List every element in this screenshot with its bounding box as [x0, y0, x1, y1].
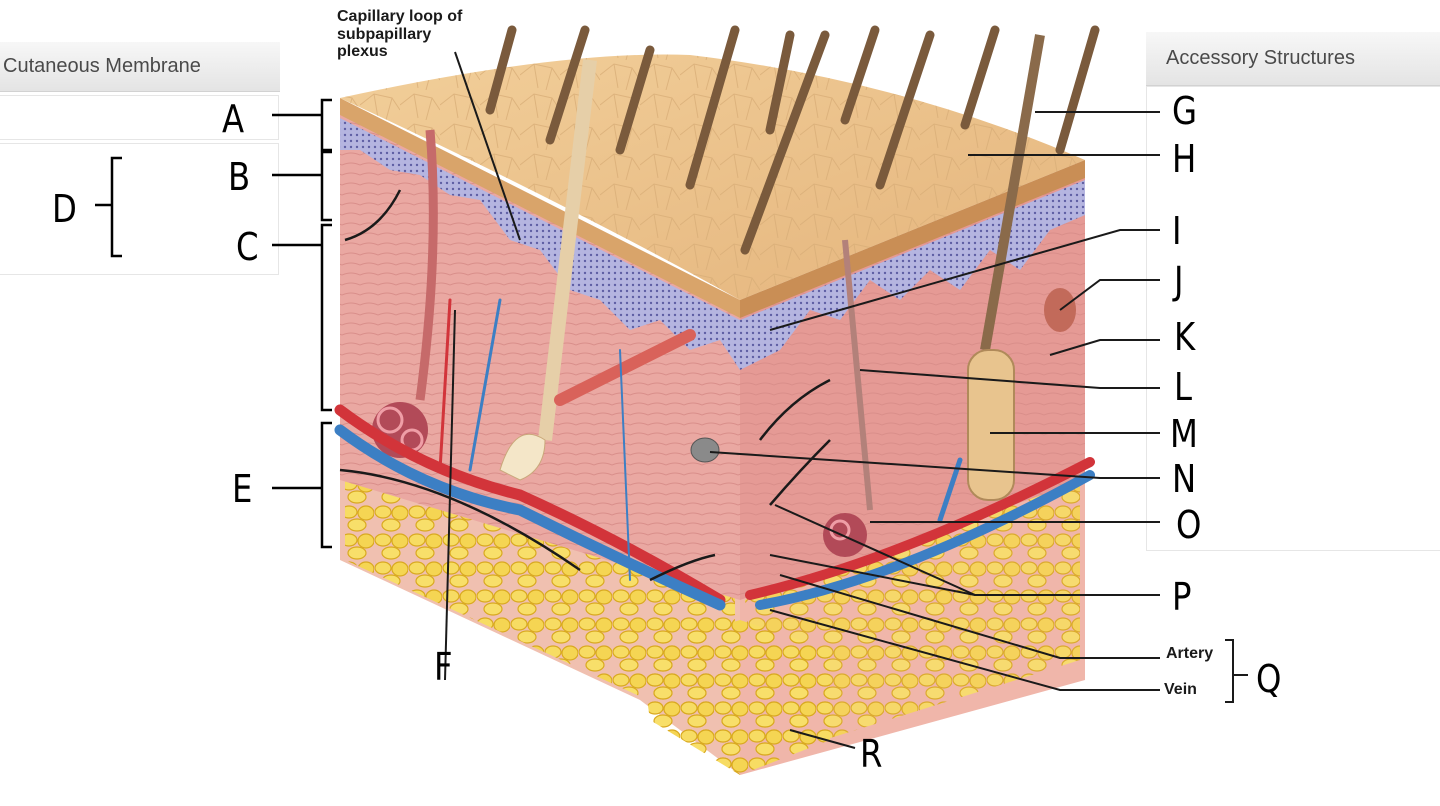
answer-box-accessory[interactable] [1146, 86, 1440, 551]
label-a: A [222, 97, 245, 141]
surface-hairs [485, 25, 1100, 255]
label-k: K [1174, 315, 1196, 359]
nerves [339, 189, 831, 582]
leader-lines [444, 51, 1248, 749]
epidermis-basal-layer [340, 118, 1085, 370]
label-f: F [434, 645, 453, 689]
cutaneous-membrane-header: Cutaneous Membrane [0, 42, 280, 92]
label-b: B [228, 155, 251, 199]
label-i: I [1172, 209, 1182, 253]
hair-follicles [499, 34, 1045, 511]
label-m: M [1170, 412, 1198, 456]
label-n: N [1172, 457, 1197, 501]
answer-box-a[interactable] [0, 95, 279, 140]
label-q: Q [1256, 657, 1282, 701]
label-g: G [1172, 89, 1198, 133]
accessory-structures-header: Accessory Structures [1146, 32, 1440, 86]
label-o: O [1176, 503, 1202, 547]
layer-brackets-left [95, 98, 332, 549]
label-l: L [1174, 365, 1192, 409]
artery-label: Artery [1166, 645, 1214, 662]
hair-root-sheath [967, 349, 1015, 501]
hypodermis-fat [340, 470, 1085, 775]
label-d: D [52, 187, 77, 231]
vein-label: Vein [1164, 681, 1197, 698]
label-c: C [236, 225, 259, 269]
answer-box-b-c[interactable] [0, 143, 279, 275]
lamellar-corpuscle [690, 437, 720, 463]
capillary-loop-label: Capillary loop of subpapillary plexus [337, 8, 463, 61]
label-h: H [1172, 137, 1197, 181]
label-e: E [232, 467, 253, 511]
label-p: P [1172, 575, 1192, 619]
label-r: R [860, 732, 883, 776]
accessory-structures-title: Accessory Structures [1166, 47, 1355, 69]
arrector-pili-muscle [554, 329, 696, 406]
cutaneous-membrane-title: Cutaneous Membrane [3, 55, 201, 77]
label-j: J [1174, 259, 1184, 303]
